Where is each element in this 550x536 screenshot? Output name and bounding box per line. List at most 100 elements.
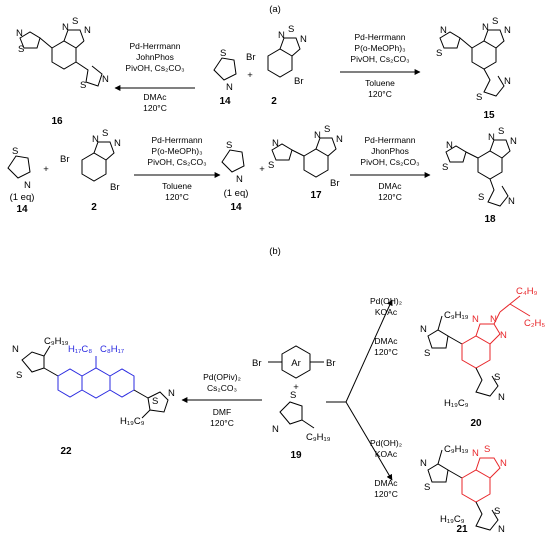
atom-n: N: [24, 180, 31, 191]
plus-sign: +: [43, 164, 49, 175]
compound-18-structure: N S N S N S N: [442, 126, 517, 207]
plus-sign: +: [259, 164, 265, 175]
solvent-text: Toluene: [365, 78, 395, 88]
atom-n: N: [16, 28, 23, 39]
atom-n: N: [92, 134, 99, 145]
atom-n: N: [446, 140, 453, 151]
solvent-text: Toluene: [162, 181, 192, 191]
temperature-text: 120°C: [210, 418, 234, 428]
reagent-text: PivOH, Cs₂CO₃: [125, 63, 184, 73]
atom-br: Br: [110, 182, 120, 193]
atom-br: Br: [294, 76, 304, 87]
temperature-text: 120°C: [368, 89, 392, 99]
reagent-text: KOAc: [375, 449, 398, 459]
reagent-text: KOAc: [375, 307, 398, 317]
reagent-text: JhonPhos: [371, 146, 409, 156]
compound-19-label: 19: [290, 450, 302, 461]
atom-br: Br: [330, 178, 340, 189]
panel-a-label: (a): [269, 4, 281, 15]
atom-s: S: [220, 48, 226, 59]
reagent-text: Pd(OPiv)₂: [203, 372, 241, 382]
alkyl-chain-label: C₉H₁₉: [44, 336, 69, 347]
conditions-to-18: Pd-Herrmann JhonPhos PivOH, Cs₂CO₃ DMAc …: [360, 135, 419, 202]
atom-n: N: [482, 22, 489, 33]
temperature-text: 120°C: [374, 489, 398, 499]
compound-22-label: 22: [60, 446, 72, 457]
temperature-text: 120°C: [165, 192, 189, 202]
atom-n: N: [504, 76, 511, 87]
compound-14-structure: S N: [221, 140, 245, 185]
atom-s: S: [498, 126, 504, 137]
atom-n: N: [500, 458, 507, 469]
atom-n: N: [504, 25, 511, 36]
conditions-to-16: Pd-Herrmann JohnPhos PivOH, Cs₂CO₃ DMAc …: [125, 41, 184, 113]
atom-n: N: [84, 25, 91, 36]
temperature-text: 120°C: [378, 192, 402, 202]
reagent-text: P(o-MeOPh)₃: [151, 146, 202, 156]
compound-20-label: 20: [470, 418, 482, 429]
alkyl-chain-label: C₈H₁₇: [100, 344, 124, 355]
atom-n: N: [420, 324, 427, 335]
atom-n: N: [236, 174, 243, 185]
solvent-text: DMAc: [374, 336, 398, 346]
aryl-label: Ar: [291, 358, 301, 369]
atom-n: N: [420, 458, 427, 469]
compound-14-label: 14: [219, 96, 231, 107]
conditions-to-15: Pd-Herrmann P(o-MeOPh)₃ PivOH, Cs₂CO₃ To…: [350, 32, 409, 99]
plus-sign: +: [247, 70, 253, 81]
atom-n: N: [272, 138, 279, 149]
alkyl-chain-label: C₉H₁₉: [444, 310, 469, 321]
compound-2-structure: N S N Br Br: [60, 128, 121, 193]
compound-17-structure: N S N S N Br: [268, 124, 343, 189]
reagent-text: Pd(OH)₂: [370, 438, 402, 448]
compound-16-structure: N S N S N S N: [16, 16, 109, 91]
atom-s: S: [16, 370, 22, 381]
compound-20-structure: N S C₉H₁₉ N N N C₄H₉ C₂H₅ S N H₁₉C₉: [420, 286, 545, 409]
atom-n: N: [490, 314, 497, 325]
reagent-text: Pd-Herrmann: [151, 135, 202, 145]
atom-br: Br: [326, 358, 336, 369]
reagent-text: PivOH, Cs₂CO₃: [360, 157, 419, 167]
conditions-to-22: Pd(OPiv)₂ Cs₂CO₃ DMF 120°C: [203, 372, 241, 428]
atom-br: Br: [252, 358, 262, 369]
plus-sign: +: [293, 382, 299, 393]
atom-s: S: [102, 128, 108, 139]
compound-19-structure: S N C₉H₁₉: [272, 390, 331, 443]
equivalent-note: (1 eq): [10, 192, 35, 203]
atom-n: N: [440, 25, 447, 36]
compound-14-structure: S N: [7, 146, 31, 191]
compound-2-label: 2: [271, 96, 277, 107]
reagent-text: P(o-MeOPh)₃: [354, 43, 405, 53]
atom-s: S: [152, 396, 158, 407]
compound-18-label: 18: [484, 214, 496, 225]
compound-14-structure: S N: [213, 48, 237, 93]
solvent-text: DMAc: [143, 92, 167, 102]
alkyl-chain-label: H₁₇C₈: [68, 344, 92, 355]
compound-14-label: 14: [230, 202, 242, 213]
reagent-text: Pd-Herrmann: [364, 135, 415, 145]
atom-s: S: [442, 162, 448, 173]
atom-n: N: [278, 30, 285, 41]
atom-n: N: [102, 74, 109, 85]
compound-15-structure: N S N S N S N: [436, 16, 511, 103]
compound-2-label: 2: [91, 202, 97, 213]
reagent-text: Cs₂CO₃: [207, 383, 237, 393]
atom-n: N: [314, 130, 321, 141]
atom-n: N: [114, 138, 121, 149]
alkyl-chain-label: C₉H₁₉: [444, 444, 469, 455]
atom-s: S: [18, 44, 24, 55]
atom-s: S: [492, 16, 498, 27]
atom-s: S: [268, 160, 274, 171]
solvent-text: DMAc: [378, 181, 402, 191]
atom-n: N: [168, 388, 175, 399]
conditions-to-20: Pd(OH)₂ KOAc DMAc 120°C: [370, 296, 402, 357]
alkyl-chain-label: C₄H₉: [516, 286, 538, 297]
alkyl-chain-label: C₂H₅: [524, 318, 545, 329]
atom-s: S: [478, 192, 484, 203]
atom-n: N: [472, 448, 479, 459]
compound-15-label: 15: [483, 110, 495, 121]
atom-s: S: [476, 92, 482, 103]
reagent-text: PivOH, Cs₂CO₃: [350, 54, 409, 64]
atom-s: S: [226, 140, 232, 151]
atom-n: N: [488, 132, 495, 143]
